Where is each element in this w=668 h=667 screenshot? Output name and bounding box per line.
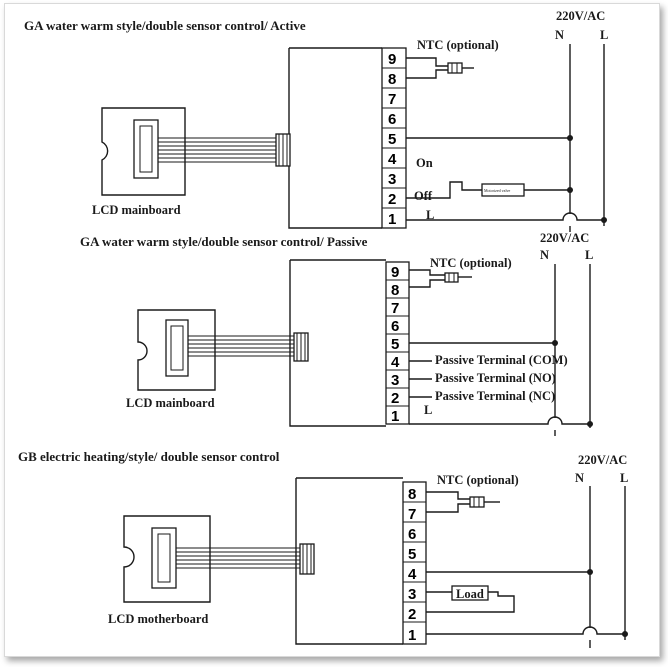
terminal-block: 9 8 7 6 5 4 3 2 1 (381, 47, 407, 229)
wire-load-return (426, 591, 515, 613)
terminal-number: 7 (388, 91, 396, 108)
live-label: L (620, 471, 628, 485)
section-active: GA water warm style/double sensor contro… (24, 9, 608, 232)
section-title: GB electric heating/style/ double sensor… (18, 449, 280, 464)
ntc-label: NTC (optional) (417, 38, 499, 52)
passive-com-label: Passive Terminal (COM) (435, 353, 568, 367)
ntc-sensor-icon (406, 57, 474, 79)
neutral-label: N (575, 471, 584, 485)
l-label: L (424, 403, 432, 417)
live-label: L (600, 28, 608, 42)
terminal-number: 4 (388, 151, 397, 168)
terminal-number: 6 (391, 318, 399, 335)
lcd-board-icon (101, 107, 291, 196)
supply-label: 220V/AC (556, 9, 605, 23)
live-label: L (585, 248, 593, 262)
terminal-block: 9 8 7 6 5 4 3 2 1 (385, 261, 410, 425)
terminal-number: 3 (388, 171, 396, 188)
terminal-number: 4 (391, 354, 400, 371)
lcd-board-icon (123, 515, 315, 603)
terminal-block: 8 7 6 5 4 3 2 1 (402, 481, 427, 645)
terminal-number: 8 (388, 71, 396, 88)
terminal-number: 3 (408, 586, 416, 603)
section-title: GA water warm style/double sensor contro… (24, 18, 306, 33)
passive-no-label: Passive Terminal (NO) (435, 371, 556, 385)
lcd-board-icon (137, 309, 309, 391)
l-label: L (426, 208, 434, 222)
terminal-number: 3 (391, 372, 399, 389)
terminal-number: 1 (391, 408, 399, 425)
wire-1-live (409, 416, 590, 425)
off-label: Off (414, 189, 433, 203)
terminal-number: 9 (388, 51, 396, 68)
terminal-number: 9 (391, 264, 399, 281)
section-electric: GB electric heating/style/ double sensor… (18, 449, 628, 648)
board-label: LCD motherboard (108, 612, 208, 626)
on-label: On (416, 156, 433, 170)
terminal-number: 7 (408, 506, 416, 523)
load-box (451, 585, 489, 601)
terminal-number: 8 (391, 282, 399, 299)
diagram-frame (4, 3, 660, 657)
terminal-number: 4 (408, 566, 417, 583)
section-title: GA water warm style/double sensor contro… (80, 234, 368, 249)
valve-label: Motorized valve (484, 188, 511, 193)
ntc-sensor-icon (409, 269, 472, 288)
neutral-label: N (555, 28, 564, 42)
passive-nc-label: Passive Terminal (NC) (435, 389, 555, 403)
terminal-number: 1 (388, 211, 396, 228)
terminal-number: 7 (391, 300, 399, 317)
terminal-number: 8 (408, 486, 416, 503)
supply-label: 220V/AC (578, 453, 627, 467)
neutral-label: N (540, 248, 549, 262)
ntc-label: NTC (optional) (437, 473, 519, 487)
terminal-number: 2 (388, 191, 396, 208)
terminal-number: 6 (388, 111, 396, 128)
terminal-number: 6 (408, 526, 416, 543)
wire-1-live (426, 626, 625, 635)
load-label: Load (456, 587, 484, 601)
terminal-number: 1 (408, 627, 416, 644)
terminal-number: 5 (408, 546, 416, 563)
section-passive: GA water warm style/double sensor contro… (80, 231, 593, 436)
panel-outline (288, 48, 382, 229)
terminal-number: 2 (408, 606, 416, 623)
board-label: LCD mainboard (92, 203, 181, 217)
terminal-number: 5 (388, 131, 396, 148)
panel-outline (289, 259, 386, 427)
board-label: LCD mainboard (126, 396, 215, 410)
panel-outline (295, 477, 403, 645)
ntc-sensor-icon (426, 491, 500, 513)
terminal-number: 2 (391, 390, 399, 407)
supply-label: 220V/AC (540, 231, 589, 245)
terminal-number: 5 (391, 336, 399, 353)
wire-off-valve (406, 181, 482, 199)
ntc-label: NTC (optional) (430, 256, 512, 270)
wire-1-live (406, 212, 604, 221)
